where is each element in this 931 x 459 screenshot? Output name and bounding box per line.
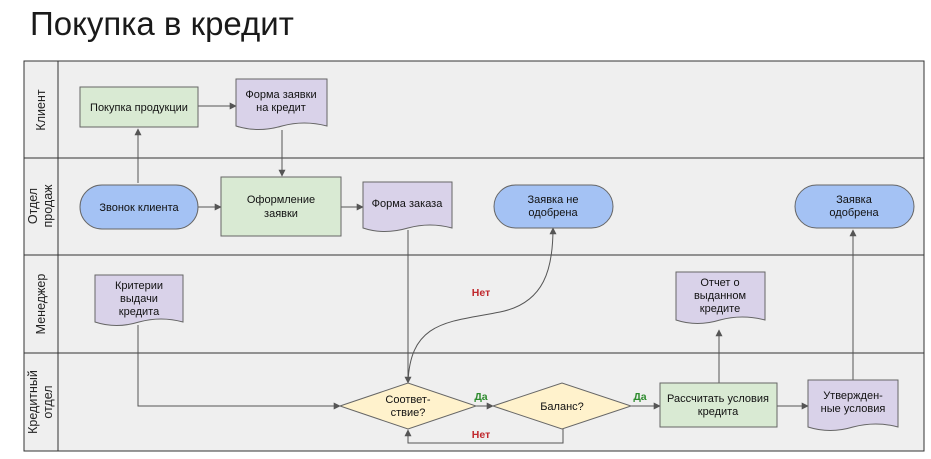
svg-text:Баланс?: Баланс? <box>540 401 584 413</box>
svg-text:Отчет о: Отчет о <box>700 277 739 289</box>
lane-label-sales-2: продаж <box>41 184 55 228</box>
node-purchase: Покупка продукции <box>79 86 199 128</box>
lane-label-client: Клиент <box>34 89 48 130</box>
svg-text:Критерии: Критерии <box>115 280 163 292</box>
svg-text:Звонок клиента: Звонок клиента <box>99 202 179 214</box>
node-not-approved: Заявка не одобрена <box>493 184 614 229</box>
svg-text:Оформление: Оформление <box>247 194 315 206</box>
edge-label-yes-2: Да <box>633 391 646 403</box>
svg-text:заявки: заявки <box>264 208 298 220</box>
svg-text:Покупка продукции: Покупка продукции <box>90 102 188 114</box>
edge-label-no-1: Нет <box>472 287 490 299</box>
lane-label-credit-2: отдел <box>41 385 55 418</box>
svg-text:Форма заказа: Форма заказа <box>372 198 444 210</box>
edge-label-yes-1: Да <box>474 391 487 403</box>
svg-text:кредита: кредита <box>698 406 739 418</box>
node-order-form: Форма заказа <box>362 181 453 232</box>
node-match-decision: Соответ- ствие? <box>338 382 478 430</box>
node-credit-criteria: Критерии выдачи кредита <box>94 274 184 326</box>
node-approved-terms: Утвержден- ные условия <box>807 379 899 431</box>
lane-label-manager: Менеджер <box>34 274 48 335</box>
node-credit-report: Отчет о выданном кредите <box>675 271 766 324</box>
svg-text:Соответ-: Соответ- <box>385 394 430 406</box>
svg-text:на кредит: на кредит <box>256 102 306 114</box>
svg-text:Рассчитать условия: Рассчитать условия <box>667 393 769 405</box>
page-title: Покупка в кредит <box>30 5 294 42</box>
svg-text:выданном: выданном <box>694 290 746 302</box>
edge-label-no-2: Нет <box>472 429 490 441</box>
node-client-call: Звонок клиента <box>79 184 199 230</box>
edge-match-no <box>407 227 557 384</box>
edge-balance-no <box>404 428 564 444</box>
svg-text:Заявка не: Заявка не <box>528 194 579 206</box>
node-approved: Заявка одобрена <box>794 184 915 229</box>
lane-label-credit-1: Кредитный <box>26 370 40 434</box>
svg-text:Утвержден-: Утвержден- <box>823 390 883 402</box>
svg-text:кредите: кредите <box>700 303 740 315</box>
svg-text:ствие?: ствие? <box>391 407 426 419</box>
svg-text:кредита: кредита <box>119 306 160 318</box>
node-balance-decision: Баланс? <box>491 382 633 430</box>
svg-text:Форма заявки: Форма заявки <box>245 89 316 101</box>
node-application-form: Форма заявки на кредит <box>235 78 328 130</box>
svg-text:выдачи: выдачи <box>120 293 158 305</box>
svg-text:одобрена: одобрена <box>829 207 879 219</box>
node-processing: Оформление заявки <box>220 176 342 237</box>
edge-criteria-to-match <box>137 325 341 410</box>
lane-label-sales-1: Отдел <box>26 188 40 224</box>
svg-text:Заявка: Заявка <box>836 194 873 206</box>
node-calculate-terms: Рассчитать условия кредита <box>659 382 778 428</box>
svg-text:одобрена: одобрена <box>528 207 578 219</box>
svg-text:ные условия: ные условия <box>821 403 886 415</box>
